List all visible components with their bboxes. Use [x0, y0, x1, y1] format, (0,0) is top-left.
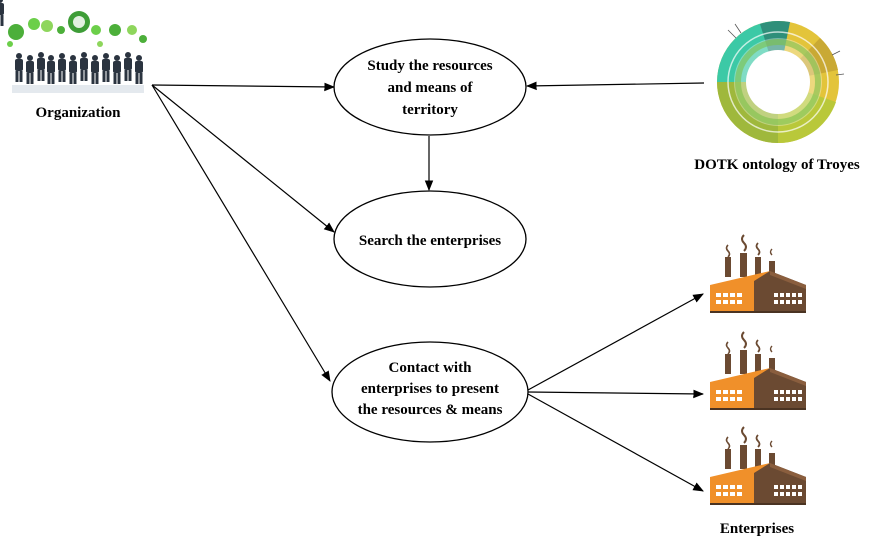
node-contact-line-1: Contact with	[389, 360, 473, 376]
arrow-contact-to-enterprise-2	[527, 389, 705, 399]
arrows	[151, 81, 705, 492]
enterprise-3-factory-icon	[709, 426, 807, 506]
enterprise-2-factory-icon	[709, 331, 807, 411]
node-study-line-3: territory	[402, 102, 458, 118]
arrow-contact-to-enterprise-3	[527, 393, 704, 492]
arrow-ontology-to-study	[525, 81, 705, 91]
enterprises-label: Enterprises	[720, 521, 794, 537]
node-study-line-1: Study the resources	[367, 58, 492, 74]
node-search: Search the enterprises	[333, 190, 527, 288]
node-search-line-1: Search the enterprises	[359, 233, 501, 249]
organization-label: Organization	[36, 105, 122, 121]
ontology-label: DOTK ontology of Troyes	[694, 157, 860, 173]
people-crowd-icon	[0, 0, 144, 93]
arrow-org-to-study	[151, 82, 336, 92]
node-contact-line-3: the resources & means	[358, 402, 503, 418]
arrow-contact-to-enterprise-1	[527, 293, 704, 391]
node-contact: Contact with enterprises to present the …	[331, 341, 529, 443]
arrow-org-to-search	[151, 84, 335, 233]
node-study-line-2: and means of	[387, 80, 473, 96]
node-study: Study the resources and means of territo…	[333, 38, 527, 136]
sunburst-ontology-icon: DOTK ontology of Troyes	[694, 20, 860, 173]
node-contact-line-2: enterprises to present	[361, 381, 499, 397]
eco-bubbles-icon	[7, 11, 147, 47]
enterprise-1-factory-icon	[709, 234, 807, 314]
arrow-org-to-contact	[151, 84, 331, 382]
organization-icon: Organization	[0, 0, 147, 121]
